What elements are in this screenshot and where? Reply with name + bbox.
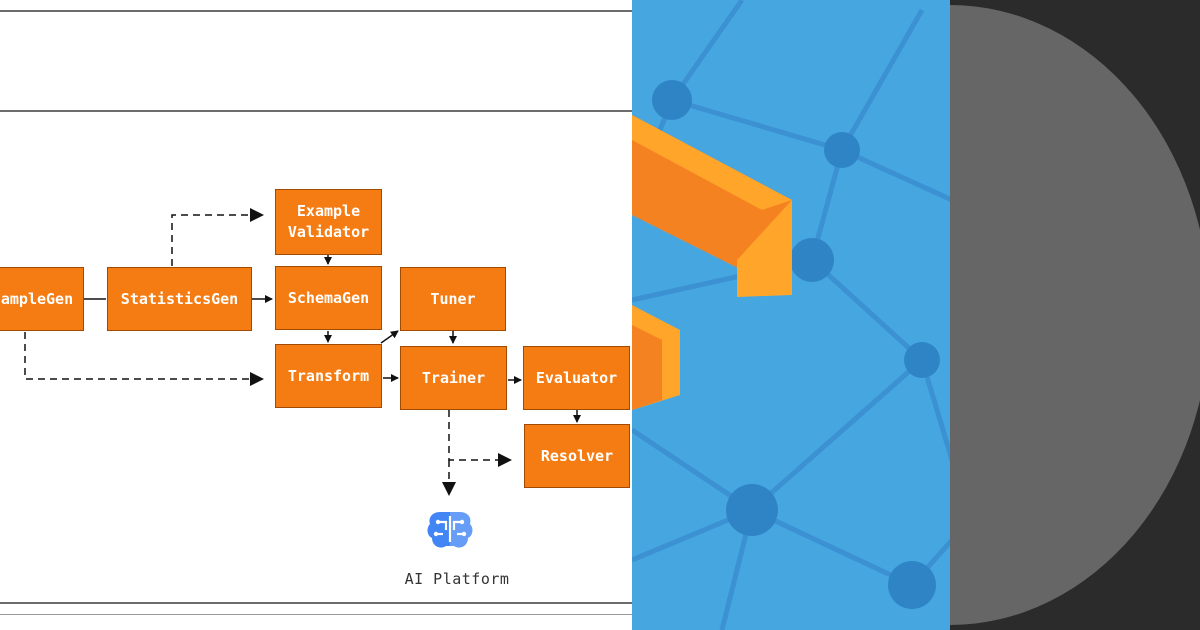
section-divider — [0, 110, 632, 112]
gray-disc — [950, 5, 1200, 625]
edge-trainer-resolver — [448, 410, 512, 467]
node-examplegen-label: ampleGen — [0, 289, 74, 308]
node-resolver: Resolver — [524, 424, 630, 488]
node-transform: Transform — [275, 344, 382, 408]
bottom-divider — [0, 602, 632, 604]
network-illustration — [632, 0, 950, 630]
node-tuner-label: Tuner — [430, 289, 476, 308]
bottom-divider-secondary — [0, 614, 632, 615]
edge-transform-tuner — [380, 330, 399, 344]
node-trainer-label: Trainer — [421, 368, 486, 387]
top-divider — [0, 10, 632, 12]
edge-statisticsgen-examplevalidator — [171, 208, 264, 266]
node-statisticsgen-label: StatisticsGen — [120, 289, 239, 308]
node-examplegen: ampleGen — [0, 267, 84, 331]
node-schemagen-label: SchemaGen — [287, 288, 370, 307]
pipeline-edges — [24, 208, 581, 548]
node-trainer: Trainer — [400, 346, 507, 410]
brain-chip-icon — [427, 512, 473, 548]
decorative-disc-panel — [950, 0, 1200, 630]
node-resolver-label: Resolver — [540, 446, 614, 465]
pipeline-diagram-panel: ampleGen StatisticsGen Example Validator… — [0, 10, 632, 615]
node-examplevalidator-label: Example Validator — [287, 202, 370, 241]
orange-beam-upper — [632, 115, 792, 297]
network-illustration-panel — [632, 0, 950, 630]
node-schemagen: SchemaGen — [275, 266, 382, 330]
node-examplevalidator: Example Validator — [275, 189, 382, 255]
node-tuner: Tuner — [400, 267, 506, 331]
orange-beam-lower — [632, 305, 680, 410]
ai-platform-label: AI Platform — [404, 570, 510, 588]
node-evaluator: Evaluator — [523, 346, 630, 410]
node-statisticsgen: StatisticsGen — [107, 267, 252, 331]
node-transform-label: Transform — [287, 366, 370, 385]
edge-examplegen-transform — [24, 332, 264, 386]
node-evaluator-label: Evaluator — [535, 368, 618, 387]
